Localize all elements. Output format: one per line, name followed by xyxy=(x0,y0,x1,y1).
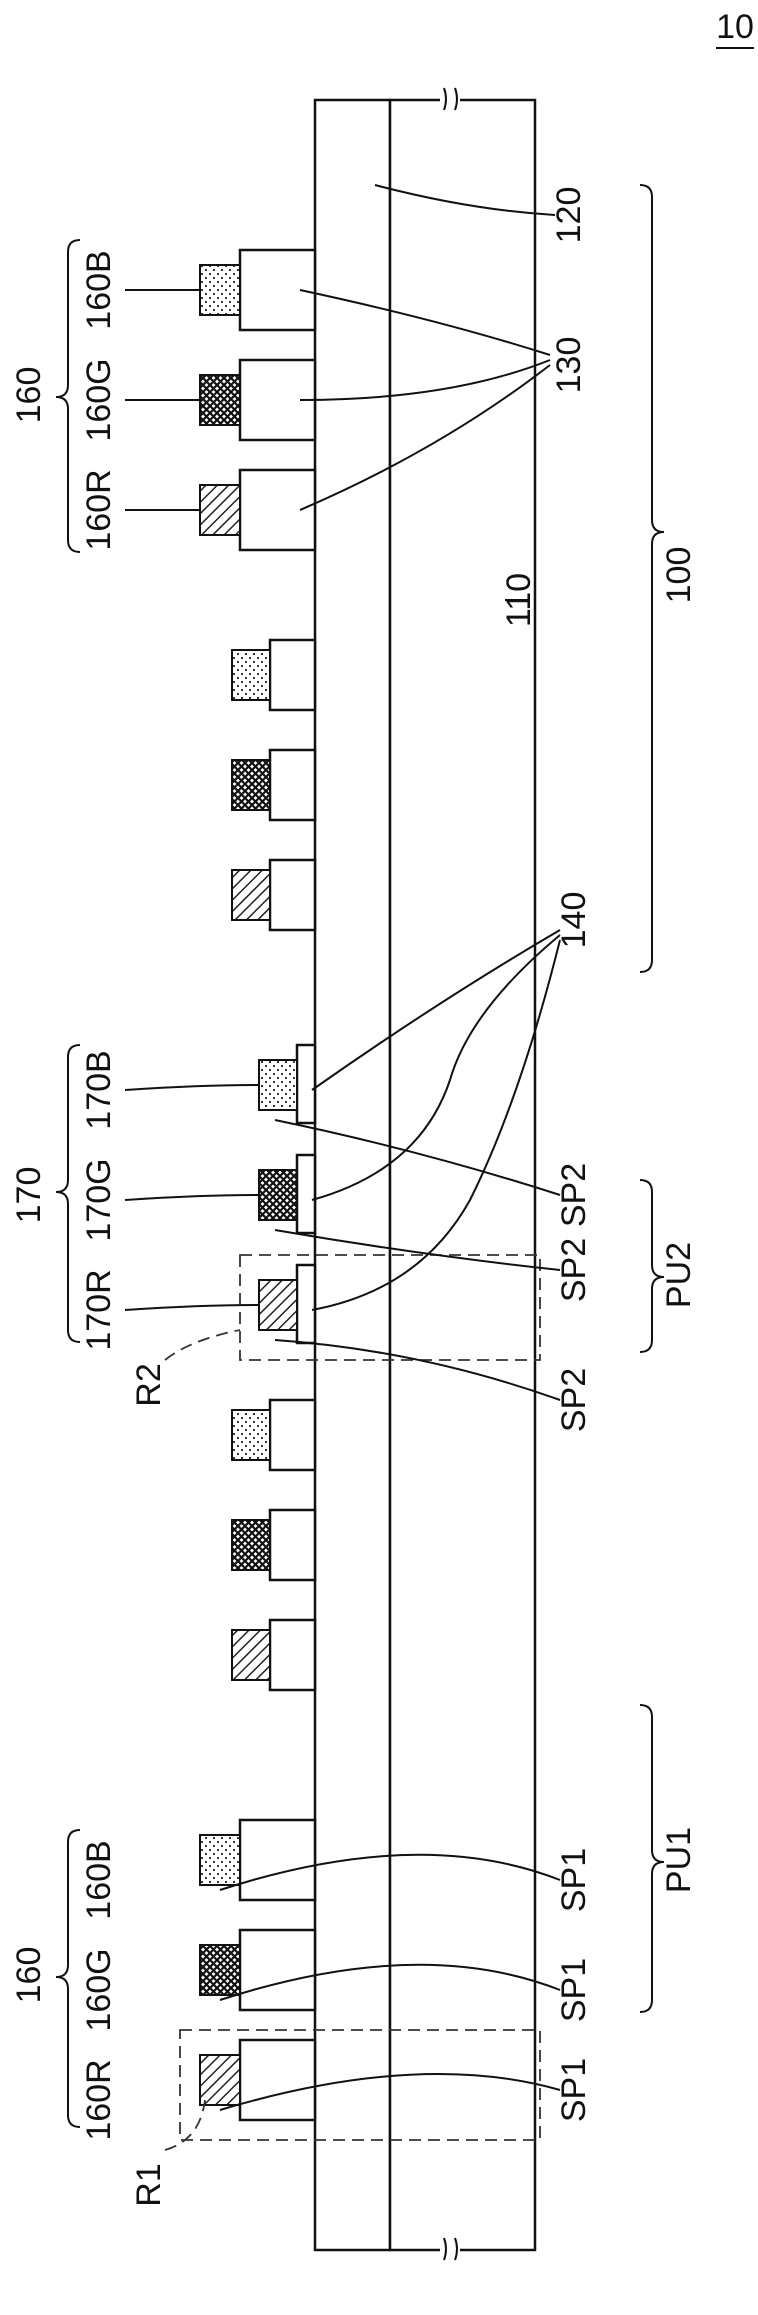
label-130: 130 xyxy=(550,337,588,394)
label-sp2-b: SP2 xyxy=(555,1238,593,1302)
label-sp2-c: SP2 xyxy=(555,1368,593,1432)
label-sp1-b: SP1 xyxy=(555,1958,593,2022)
label-160b-top: 160B xyxy=(80,250,118,329)
label-160r-bottom: 160R xyxy=(80,2059,118,2140)
label-sp2-a: SP2 xyxy=(555,1163,593,1227)
label-170: 170 xyxy=(10,1167,48,1224)
label-120: 120 xyxy=(550,187,588,244)
break-mark-bottom xyxy=(440,2238,460,2260)
label-160g-top: 160G xyxy=(80,358,118,441)
label-160b-bottom: 160B xyxy=(80,1840,118,1919)
label-160-bottom: 160 xyxy=(10,1947,48,2004)
label-170r: 170R xyxy=(80,1269,118,1350)
figure-number: 10 xyxy=(716,8,754,46)
label-pu2: PU2 xyxy=(660,1242,698,1308)
label-pu1: PU1 xyxy=(660,1827,698,1893)
break-mark-top xyxy=(440,88,460,110)
label-160g-bottom: 160G xyxy=(80,1948,118,2031)
label-sp1-a: SP1 xyxy=(555,1848,593,1912)
label-r2: R2 xyxy=(130,1363,168,1406)
label-100: 100 xyxy=(660,547,698,604)
layer-120 xyxy=(315,100,390,2250)
label-160-top: 160 xyxy=(10,367,48,424)
label-110: 110 xyxy=(500,573,538,627)
label-140: 140 xyxy=(555,892,593,949)
layer-110 xyxy=(390,100,535,2250)
label-160r-top: 160R xyxy=(80,469,118,550)
label-170g: 170G xyxy=(80,1158,118,1241)
label-r1: R1 xyxy=(130,2163,168,2206)
label-170b: 170B xyxy=(80,1050,118,1129)
label-sp1-c: SP1 xyxy=(555,2058,593,2122)
